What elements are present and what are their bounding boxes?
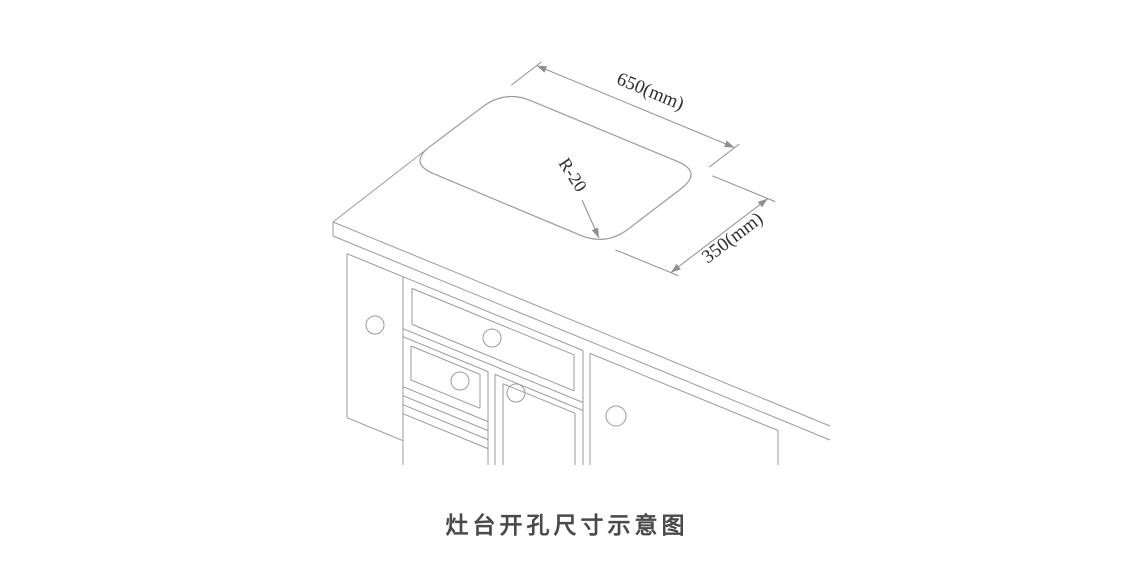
- drawer-knob: [365, 315, 385, 335]
- drawer-knob: [605, 405, 627, 427]
- counter-left-edge: [332, 148, 428, 223]
- dimension-line: [536, 65, 735, 149]
- upper-drawer-panel-bottom: [411, 323, 575, 392]
- drawer-slat-line: [402, 395, 489, 432]
- lower-left-drawer-top-edge: [402, 336, 489, 373]
- dimension-extension-line: [712, 175, 776, 203]
- drawer-slat-line: [402, 386, 489, 423]
- upper-drawer-panel-top: [411, 287, 575, 356]
- countertop-surface: [332, 148, 831, 441]
- drawer-knob: [450, 371, 470, 391]
- dimension-extension-line: [615, 249, 679, 277]
- left-door-bottom-edge: [346, 417, 404, 442]
- radius-leader-line: [581, 199, 600, 239]
- dimension-extension-line: [510, 61, 542, 86]
- corner-radius-label: R-20: [555, 154, 591, 195]
- drawer-slat-line: [402, 413, 489, 450]
- width-dimension-label: 650(mm): [614, 69, 687, 115]
- cutout-path: [419, 95, 692, 240]
- upper-drawer-bottom-edge: [402, 328, 584, 403]
- dimension-extension-line: [708, 143, 740, 168]
- right-door-top-edge: [589, 352, 779, 431]
- cutout-outline: [419, 95, 692, 240]
- upper-drawer-top-edge: [402, 276, 584, 351]
- drawer-knob: [482, 328, 502, 348]
- counter-front-bottom-edge: [332, 235, 831, 441]
- diagram-caption: 灶台开孔尺寸示意图: [446, 512, 689, 538]
- radius-callout: R-20: [555, 154, 600, 239]
- depth-dimension-label: 350(mm): [698, 208, 767, 268]
- drawer-slat-line: [402, 404, 489, 441]
- lower-right-panel-top: [502, 383, 576, 414]
- lower-left-panel-top: [410, 345, 481, 375]
- left-door-top-edge: [346, 253, 404, 278]
- cabinet-front: [346, 253, 779, 465]
- dimension-650: 650(mm): [510, 61, 740, 168]
- lower-right-door-top-edge: [494, 373, 584, 411]
- drawer-knob: [506, 383, 526, 403]
- counter-front-top-edge: [332, 221, 831, 427]
- dimension-line: [670, 198, 769, 273]
- lower-left-panel-bottom: [410, 379, 481, 409]
- dimension-350: 350(mm): [615, 175, 776, 277]
